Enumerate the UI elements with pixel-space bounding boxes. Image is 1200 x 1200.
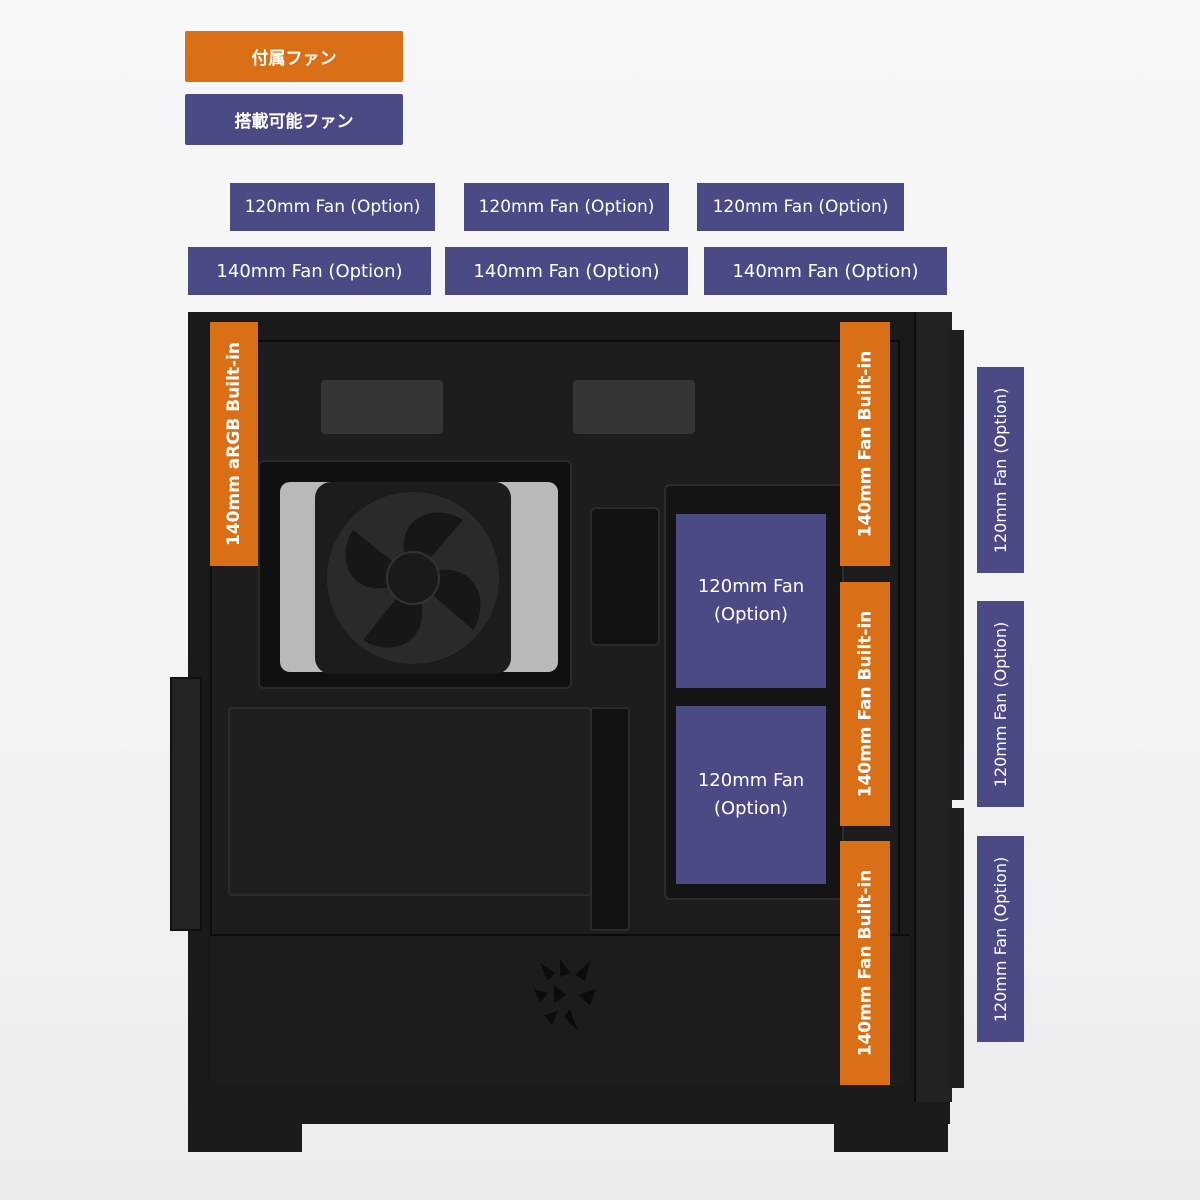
top-fan-120-1-label: 120mm Fan (Option) [244, 197, 421, 217]
top-fan-120-3-label: 120mm Fan (Option) [712, 197, 889, 217]
rear-fan-builtin: 140mm aRGB Built-in [210, 322, 258, 566]
legend-included-label: 付属ファン [251, 49, 337, 69]
top-fan-140-2-label: 140mm Fan (Option) [473, 260, 660, 282]
front-fan-builtin-1-label: 140mm Fan Built-in [855, 350, 875, 538]
top-vent-left [321, 380, 443, 434]
side-fan-option-1: 120mm Fan (Option) [977, 367, 1024, 573]
pc-case [170, 312, 952, 1124]
cage-fan-option-1-label: 120mm Fan (Option) [697, 576, 805, 625]
side-fan-option-3-label: 120mm Fan (Option) [991, 856, 1011, 1022]
front-fan-builtin-3-label: 140mm Fan Built-in [855, 869, 875, 1057]
top-fan-140-1: 140mm Fan (Option) [188, 247, 431, 295]
side-fan-option-1-label: 120mm Fan (Option) [991, 387, 1011, 553]
case-foot-left [188, 1104, 302, 1152]
top-fan-120-1: 120mm Fan (Option) [230, 183, 435, 231]
side-fan-option-2-label: 120mm Fan (Option) [991, 621, 1011, 787]
top-fan-140-3-label: 140mm Fan (Option) [732, 260, 919, 282]
top-fan-120-2-label: 120mm Fan (Option) [478, 197, 655, 217]
cage-fan-option-2-label: 120mm Fan (Option) [697, 770, 805, 819]
brand-logo-icon [534, 959, 596, 1031]
cable-grommet-lower [590, 707, 630, 931]
psu-shroud-plate [228, 707, 592, 896]
cable-grommet-upper [590, 507, 660, 646]
cage-fan-option-2: 120mm Fan (Option) [676, 706, 826, 884]
top-fan-140-3: 140mm Fan (Option) [704, 247, 947, 295]
top-fan-120-2: 120mm Fan (Option) [464, 183, 669, 231]
front-panel-edge [914, 312, 952, 1102]
side-fan-option-2: 120mm Fan (Option) [977, 601, 1024, 807]
rear-fan-icon [315, 482, 511, 674]
side-fan-option-3: 120mm Fan (Option) [977, 836, 1024, 1042]
rear-expansion-slots [170, 677, 202, 931]
side-panel-edge-upper [948, 330, 964, 800]
case-foot-right [834, 1104, 948, 1152]
legend-included-fan: 付属ファン [185, 31, 403, 82]
top-fan-140-1-label: 140mm Fan (Option) [216, 260, 403, 282]
cage-fan-option-1: 120mm Fan (Option) [676, 514, 826, 688]
legend-mountable-label: 搭載可能ファン [234, 112, 354, 132]
top-vent-right [573, 380, 695, 434]
rear-fan-builtin-label: 140mm aRGB Built-in [224, 341, 244, 547]
front-fan-builtin-2: 140mm Fan Built-in [840, 582, 890, 826]
top-fan-140-2: 140mm Fan (Option) [445, 247, 688, 295]
front-fan-builtin-3: 140mm Fan Built-in [840, 841, 890, 1085]
front-fan-builtin-2-label: 140mm Fan Built-in [855, 610, 875, 798]
top-fan-120-3: 120mm Fan (Option) [697, 183, 904, 231]
side-panel-edge-lower [948, 808, 964, 1088]
legend-mountable-fan: 搭載可能ファン [185, 94, 403, 145]
front-fan-builtin-1: 140mm Fan Built-in [840, 322, 890, 566]
